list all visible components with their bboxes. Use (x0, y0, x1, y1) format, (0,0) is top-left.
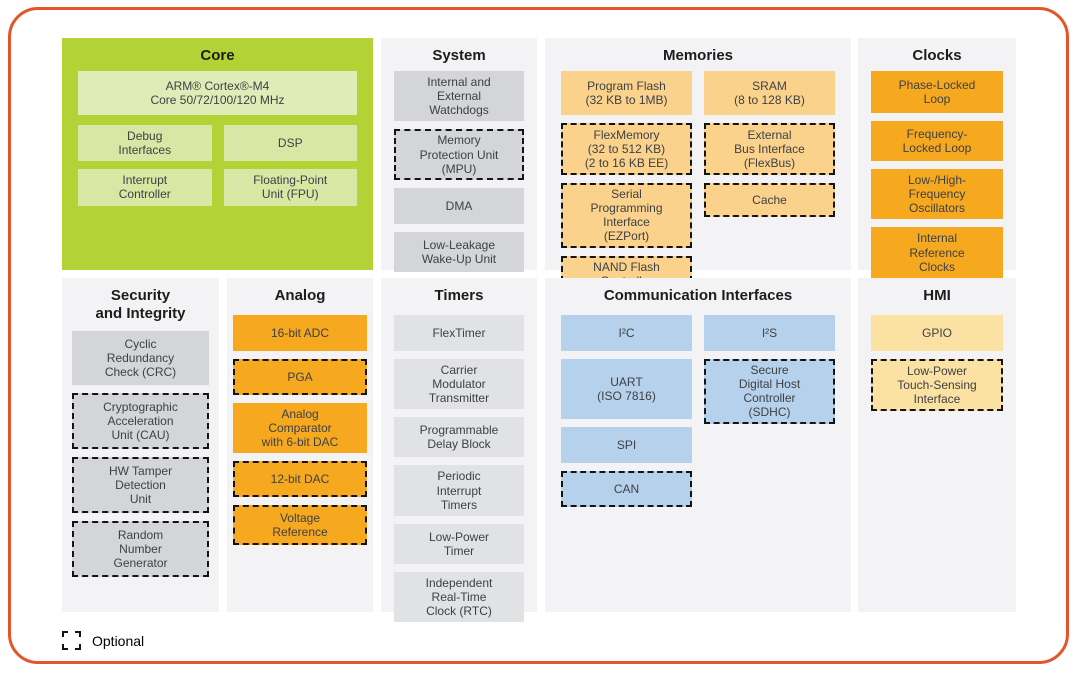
box-random-number-generator: Random Number Generator (72, 521, 209, 577)
section-timers: Timers FlexTimer Carrier Modulator Trans… (381, 278, 537, 623)
box-pll: Phase-Locked Loop (871, 71, 1003, 113)
box-voltage-reference: Voltage Reference (233, 505, 367, 546)
box-can: CAN (561, 471, 692, 507)
box-12bit-dac: 12-bit DAC (233, 461, 367, 498)
box-spi: SPI (561, 427, 692, 463)
legend-optional: Optional (62, 631, 144, 650)
section-hmi: HMI GPIO Low-Power Touch-Sensing Interfa… (858, 278, 1016, 612)
box-sdhc: Secure Digital Host Controller (SDHC) (704, 359, 835, 424)
section-clocks: Clocks Phase-Locked Loop Frequency- Lock… (858, 38, 1016, 278)
box-mpu: Memory Protection Unit (MPU) (394, 129, 524, 180)
box-carrier-modulator-transmitter: Carrier Modulator Transmitter (394, 359, 524, 410)
section-memories-content: Program Flash (32 KB to 1MB) FlexMemory … (545, 71, 851, 292)
box-watchdogs: Internal and External Watchdogs (394, 71, 524, 122)
box-program-flash: Program Flash (32 KB to 1MB) (561, 71, 692, 115)
section-core-content: ARM® Cortex®-M4 Core 50/72/100/120 MHz D… (62, 71, 373, 206)
section-hmi-content: GPIO Low-Power Touch-Sensing Interface (858, 315, 1016, 411)
box-debug-interfaces: Debug Interfaces (78, 125, 212, 162)
box-low-power-timer: Low-Power Timer (394, 523, 524, 564)
box-rtc: Independent Real-Time Clock (RTC) (394, 571, 524, 623)
box-llwu: Low-Leakage Wake-Up Unit (394, 231, 524, 272)
section-clocks-title: Clocks (912, 47, 962, 64)
section-clocks-content: Phase-Locked Loop Frequency- Locked Loop… (858, 71, 1016, 278)
section-system-content: Internal and External Watchdogs Memory P… (381, 71, 537, 272)
section-analog-title: Analog (274, 287, 326, 304)
box-hw-tamper-detection: HW Tamper Detection Unit (72, 457, 209, 513)
section-memories-title: Memories (662, 47, 734, 64)
box-touch-sensing-interface: Low-Power Touch-Sensing Interface (871, 359, 1003, 411)
box-dma: DMA (394, 187, 524, 224)
section-timers-content: FlexTimer Carrier Modulator Transmitter … (381, 315, 537, 623)
box-ezport: Serial Programming Interface (EZPort) (561, 183, 692, 248)
section-timers-title: Timers (434, 287, 484, 304)
box-sram: SRAM (8 to 128 KB) (704, 71, 835, 115)
memories-column-1: Program Flash (32 KB to 1MB) FlexMemory … (561, 71, 692, 292)
section-comm-title: Communication Interfaces (603, 287, 793, 304)
section-security-content: Cyclic Redundancy Check (CRC) Cryptograp… (62, 331, 219, 577)
box-fpu: Floating-Point Unit (FPU) (223, 169, 357, 206)
section-system-title: System (432, 47, 486, 64)
box-interrupt-controller: Interrupt Controller (78, 169, 212, 206)
optional-dashed-swatch-icon (62, 631, 81, 650)
diagram-frame-border (8, 7, 1069, 664)
box-oscillators: Low-/High- Frequency Oscillators (871, 169, 1003, 220)
box-crc: Cyclic Redundancy Check (CRC) (72, 331, 209, 385)
box-internal-reference-clocks: Internal Reference Clocks (871, 227, 1003, 278)
section-security-and-integrity: Security and Integrity Cyclic Redundancy… (62, 278, 219, 612)
section-core-title: Core (200, 47, 235, 64)
section-security-title: Security and Integrity (95, 287, 186, 322)
box-analog-comparator: Analog Comparator with 6-bit DAC (233, 403, 367, 454)
box-dsp: DSP (223, 125, 357, 162)
core-grid: Debug Interfaces DSP Interrupt Controlle… (78, 125, 357, 206)
box-cau: Cryptographic Acceleration Unit (CAU) (72, 393, 209, 449)
box-i2s: I²S (704, 315, 835, 351)
memories-column-2: SRAM (8 to 128 KB) External Bus Interfac… (704, 71, 835, 292)
box-flexbus: External Bus Interface (FlexBus) (704, 123, 835, 175)
box-periodic-interrupt-timers: Periodic Interrupt Timers (394, 465, 524, 516)
section-communication-interfaces: Communication Interfaces I²C UART (ISO 7… (545, 278, 851, 612)
box-flextimer: FlexTimer (394, 315, 524, 351)
section-analog: Analog 16-bit ADC PGA Analog Comparator … (227, 278, 373, 612)
comm-column-2: I²S Secure Digital Host Controller (SDHC… (704, 315, 835, 507)
legend-optional-label: Optional (92, 632, 145, 649)
box-cache: Cache (704, 183, 835, 217)
section-hmi-title: HMI (923, 287, 951, 304)
box-flexmemory: FlexMemory (32 to 512 KB) (2 to 16 KB EE… (561, 123, 692, 175)
box-i2c: I²C (561, 315, 692, 351)
box-pga: PGA (233, 359, 367, 395)
section-comm-content: I²C UART (ISO 7816) SPI CAN I²S Secure D… (545, 315, 851, 507)
box-fll: Frequency- Locked Loop (871, 121, 1003, 161)
box-arm-cortex-m4: ARM® Cortex®-M4 Core 50/72/100/120 MHz (78, 71, 357, 115)
comm-column-1: I²C UART (ISO 7816) SPI CAN (561, 315, 692, 507)
section-memories: Memories Program Flash (32 KB to 1MB) Fl… (545, 38, 851, 292)
section-analog-content: 16-bit ADC PGA Analog Comparator with 6-… (227, 315, 373, 546)
section-system: System Internal and External Watchdogs M… (381, 38, 537, 272)
box-uart: UART (ISO 7816) (561, 359, 692, 419)
box-programmable-delay-block: Programmable Delay Block (394, 417, 524, 458)
section-core: Core ARM® Cortex®-M4 Core 50/72/100/120 … (62, 38, 373, 270)
box-16bit-adc: 16-bit ADC (233, 315, 367, 351)
box-gpio: GPIO (871, 315, 1003, 351)
